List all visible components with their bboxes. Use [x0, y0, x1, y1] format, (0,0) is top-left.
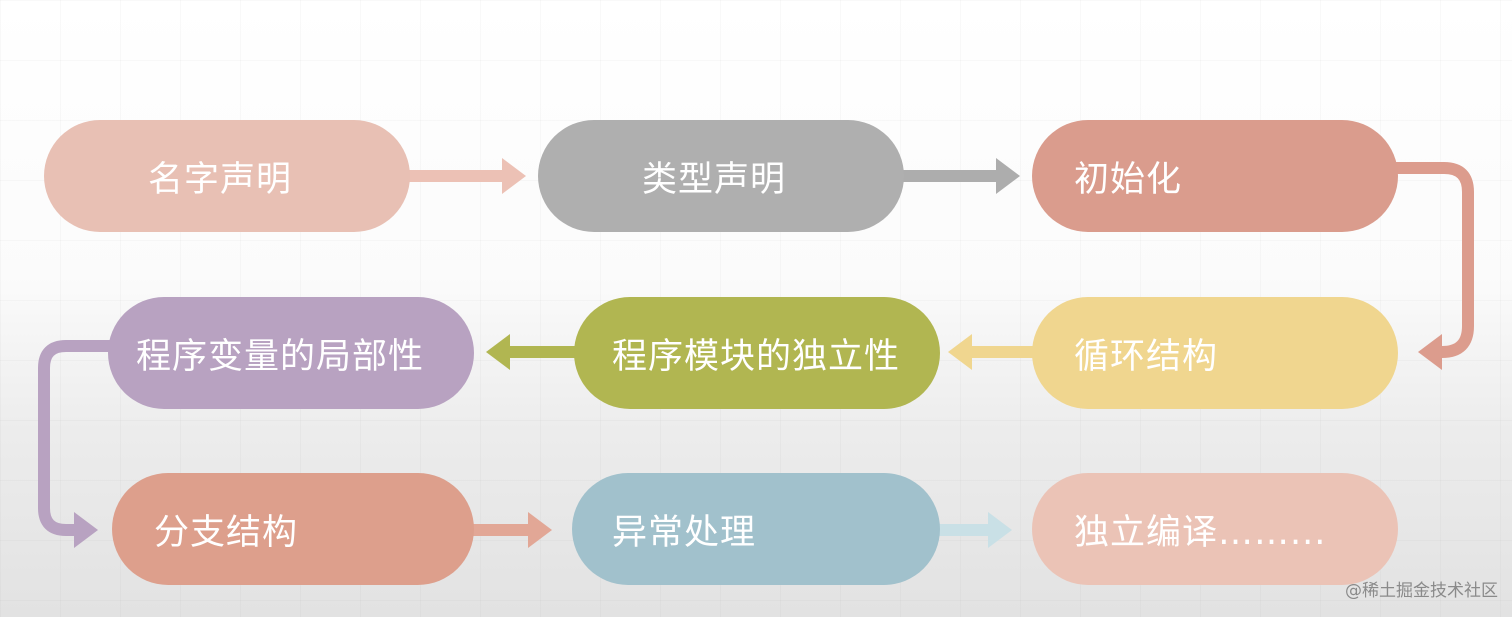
node-label: 循环结构: [1074, 336, 1219, 377]
arrow-loop-to-module: [948, 334, 1036, 370]
arrow-name-to-type: [408, 158, 526, 194]
arrow-module-to-variable: [486, 334, 578, 370]
arrow-init-to-loop: [1392, 162, 1474, 370]
node-label: 程序模块的独立性: [612, 336, 901, 377]
node-initialization: 初始化: [1032, 120, 1398, 232]
node-label: 独立编译……...: [1074, 512, 1327, 553]
node-label: 分支结构: [154, 512, 299, 553]
node-module-independence: 程序模块的独立性: [574, 297, 940, 409]
arrow-type-to-init: [902, 158, 1020, 194]
node-label: 初始化: [1074, 159, 1183, 200]
node-label: 异常处理: [612, 512, 757, 553]
node-exception-handling: 异常处理: [572, 473, 940, 585]
arrow-exception-to-compile: [936, 512, 1012, 548]
node-loop-structure: 循环结构: [1032, 297, 1398, 409]
node-label: 名字声明: [148, 159, 293, 200]
node-label: 程序变量的局部性: [136, 336, 425, 377]
node-branch-structure: 分支结构: [112, 473, 474, 585]
arrow-branch-to-exception: [472, 512, 552, 548]
node-type-declaration: 类型声明: [538, 120, 904, 232]
arrow-variable-to-branch: [38, 340, 112, 548]
node-name-declaration: 名字声明: [44, 120, 410, 232]
node-label: 类型声明: [642, 159, 787, 200]
node-variable-locality: 程序变量的局部性: [108, 297, 474, 409]
node-separate-compilation: 独立编译……...: [1032, 473, 1398, 585]
watermark: @稀土掘金技术社区: [1345, 581, 1498, 601]
